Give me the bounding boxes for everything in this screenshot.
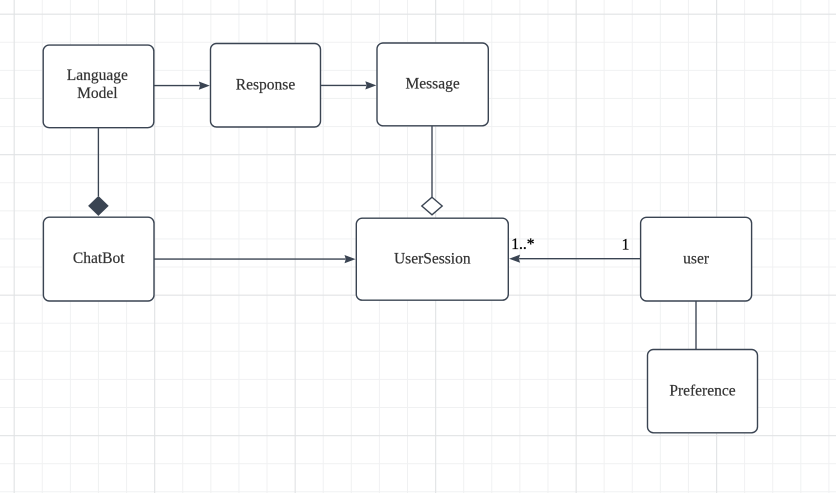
svg-text:1: 1	[622, 237, 630, 254]
svg-text:Model: Model	[77, 85, 117, 102]
svg-text:Preference: Preference	[669, 383, 735, 400]
svg-text:Message: Message	[405, 76, 459, 93]
svg-text:Response: Response	[236, 77, 296, 94]
svg-text:Language: Language	[67, 67, 128, 84]
svg-text:user: user	[683, 250, 710, 267]
svg-text:ChatBot: ChatBot	[73, 250, 125, 267]
svg-text:UserSession: UserSession	[394, 250, 471, 267]
svg-text:1..*: 1..*	[511, 236, 535, 253]
